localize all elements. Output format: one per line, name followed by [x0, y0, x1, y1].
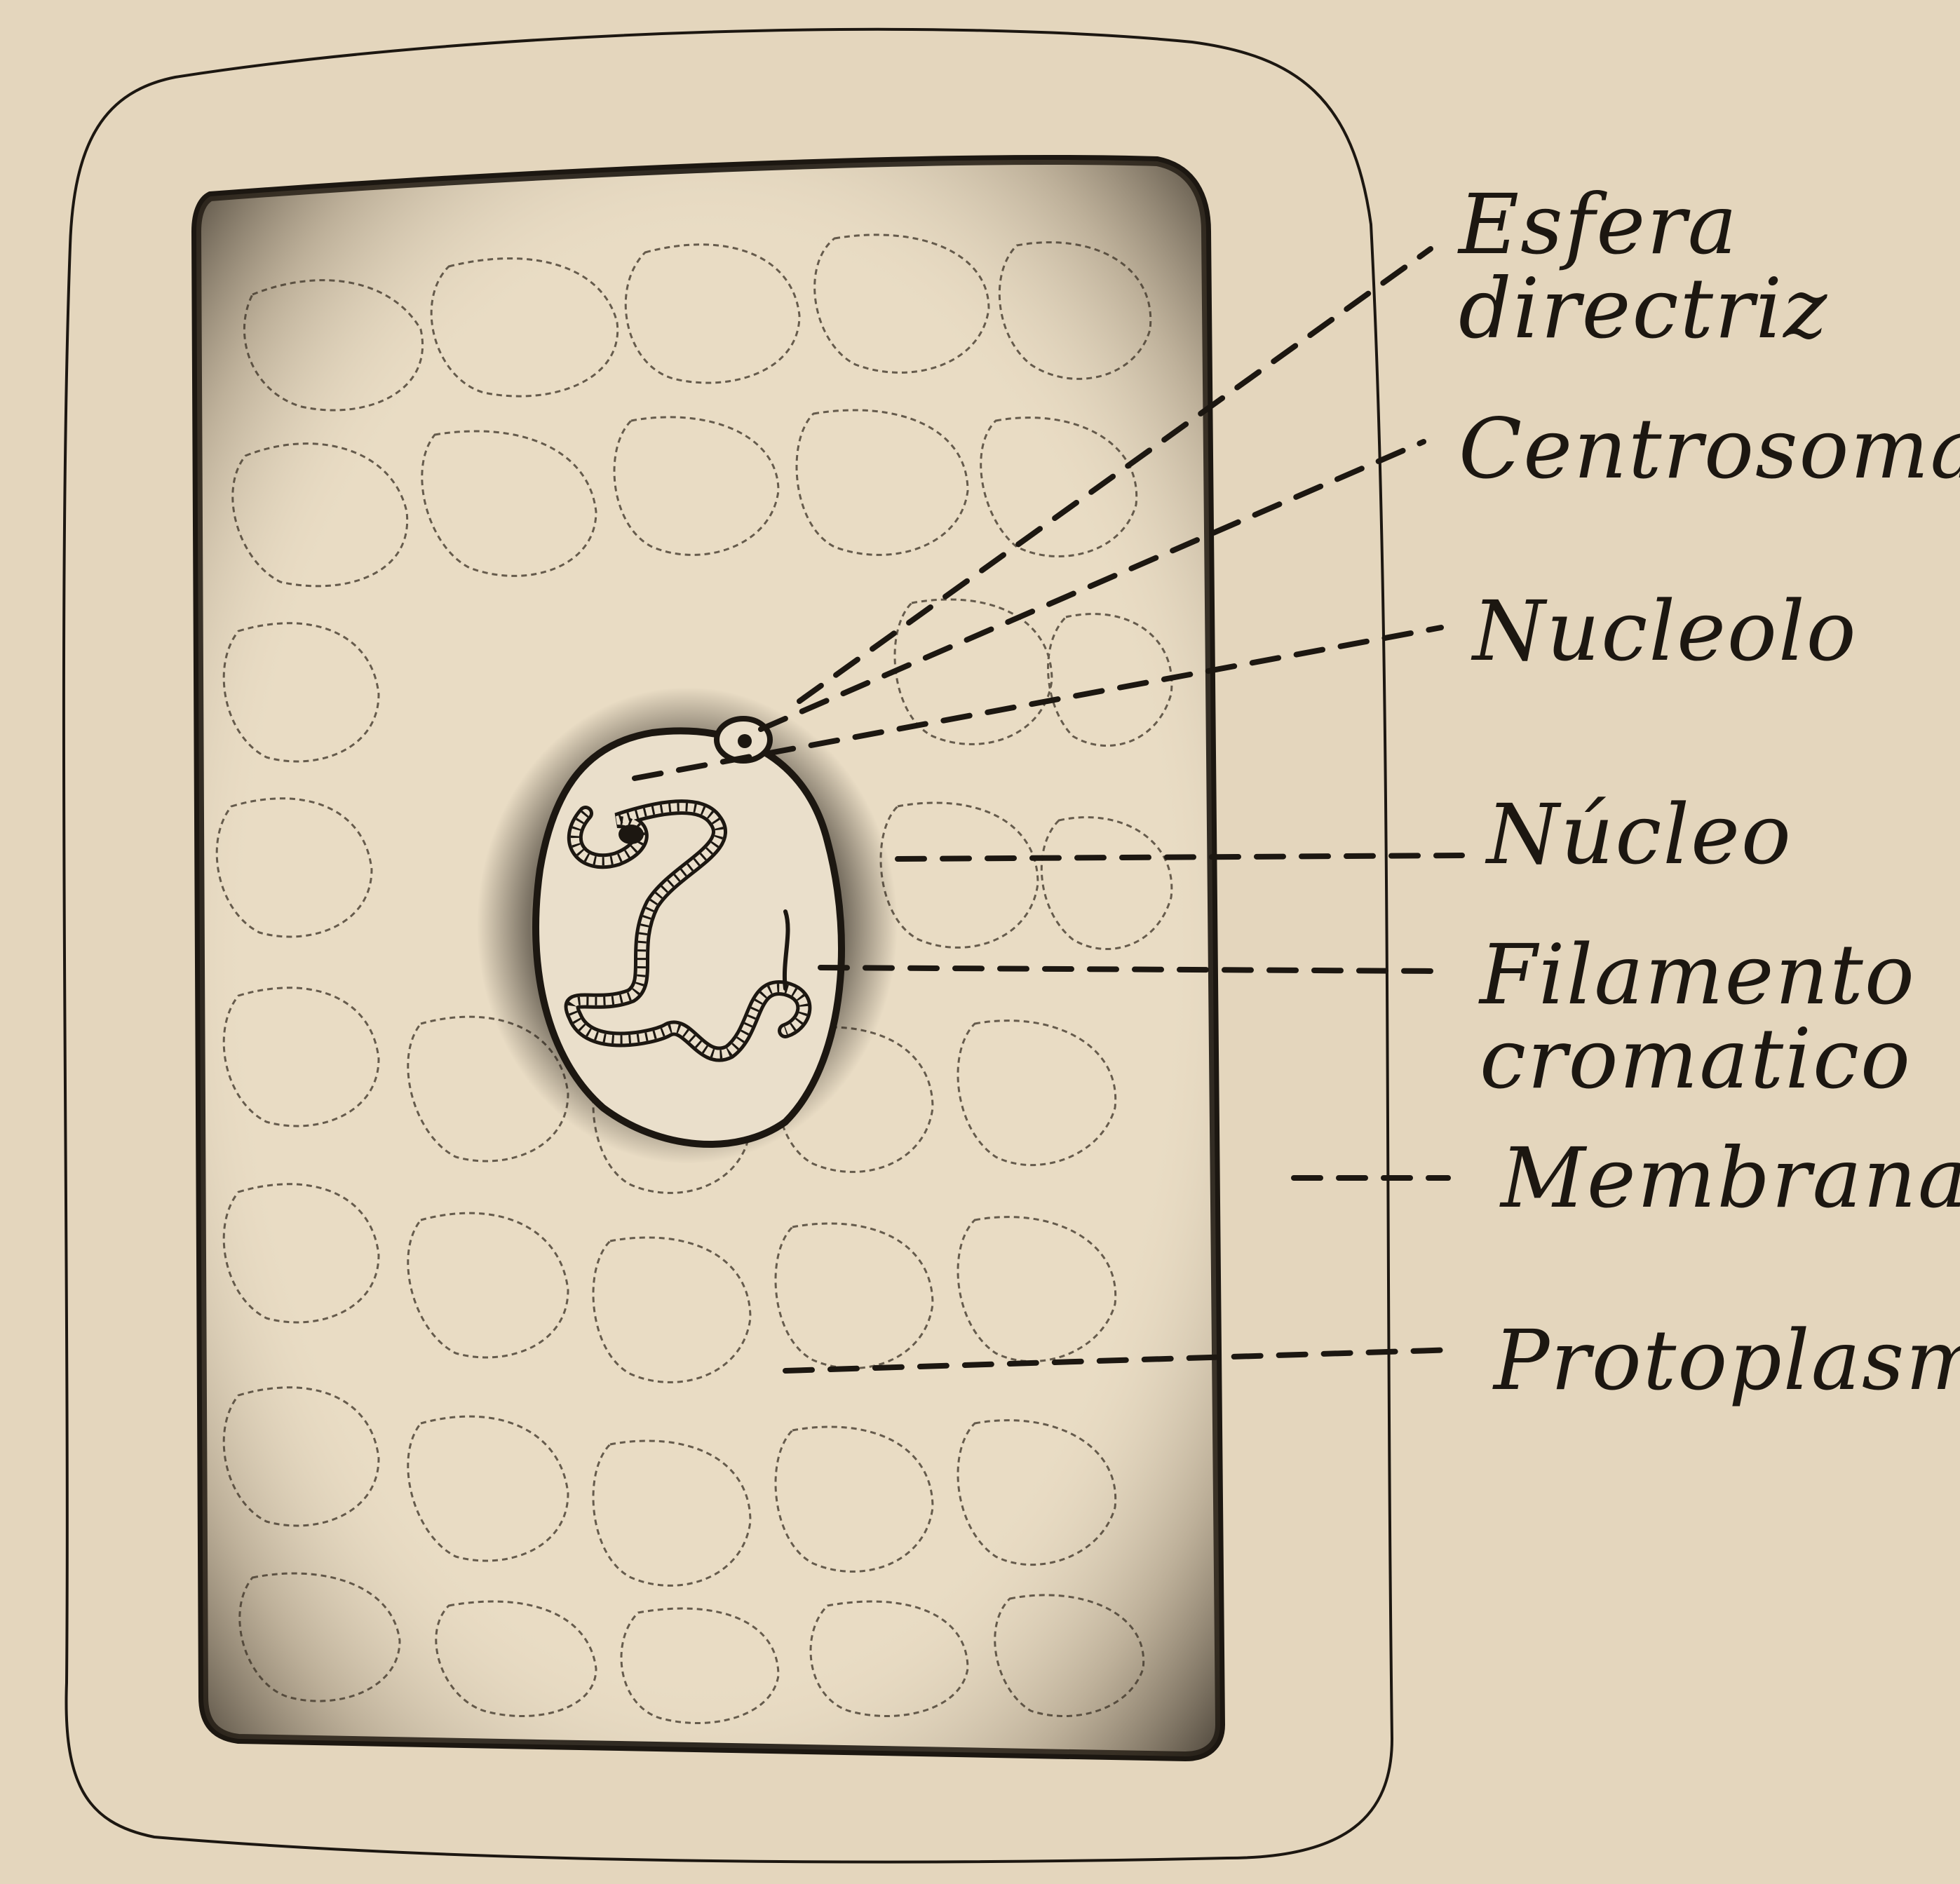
label-filamento-cromatico: Filamento cromatico — [1480, 933, 1916, 1102]
label-centrosoma: Centrosoma — [1459, 407, 1960, 491]
label-nucleolo: Nucleolo — [1473, 589, 1858, 673]
label-filamento-line1: Filamento — [1480, 933, 1916, 1017]
label-protoplasma: Protoplasma — [1494, 1318, 1960, 1402]
label-esfera-directriz: Esfera directriz — [1459, 182, 1828, 351]
label-membrana: Membrana — [1501, 1136, 1960, 1220]
label-filamento-line2: cromatico — [1480, 1017, 1916, 1101]
label-esfera-line2: directriz — [1459, 266, 1828, 351]
label-nucleo: Núcleo — [1487, 792, 1792, 876]
label-esfera-line1: Esfera — [1459, 182, 1828, 266]
